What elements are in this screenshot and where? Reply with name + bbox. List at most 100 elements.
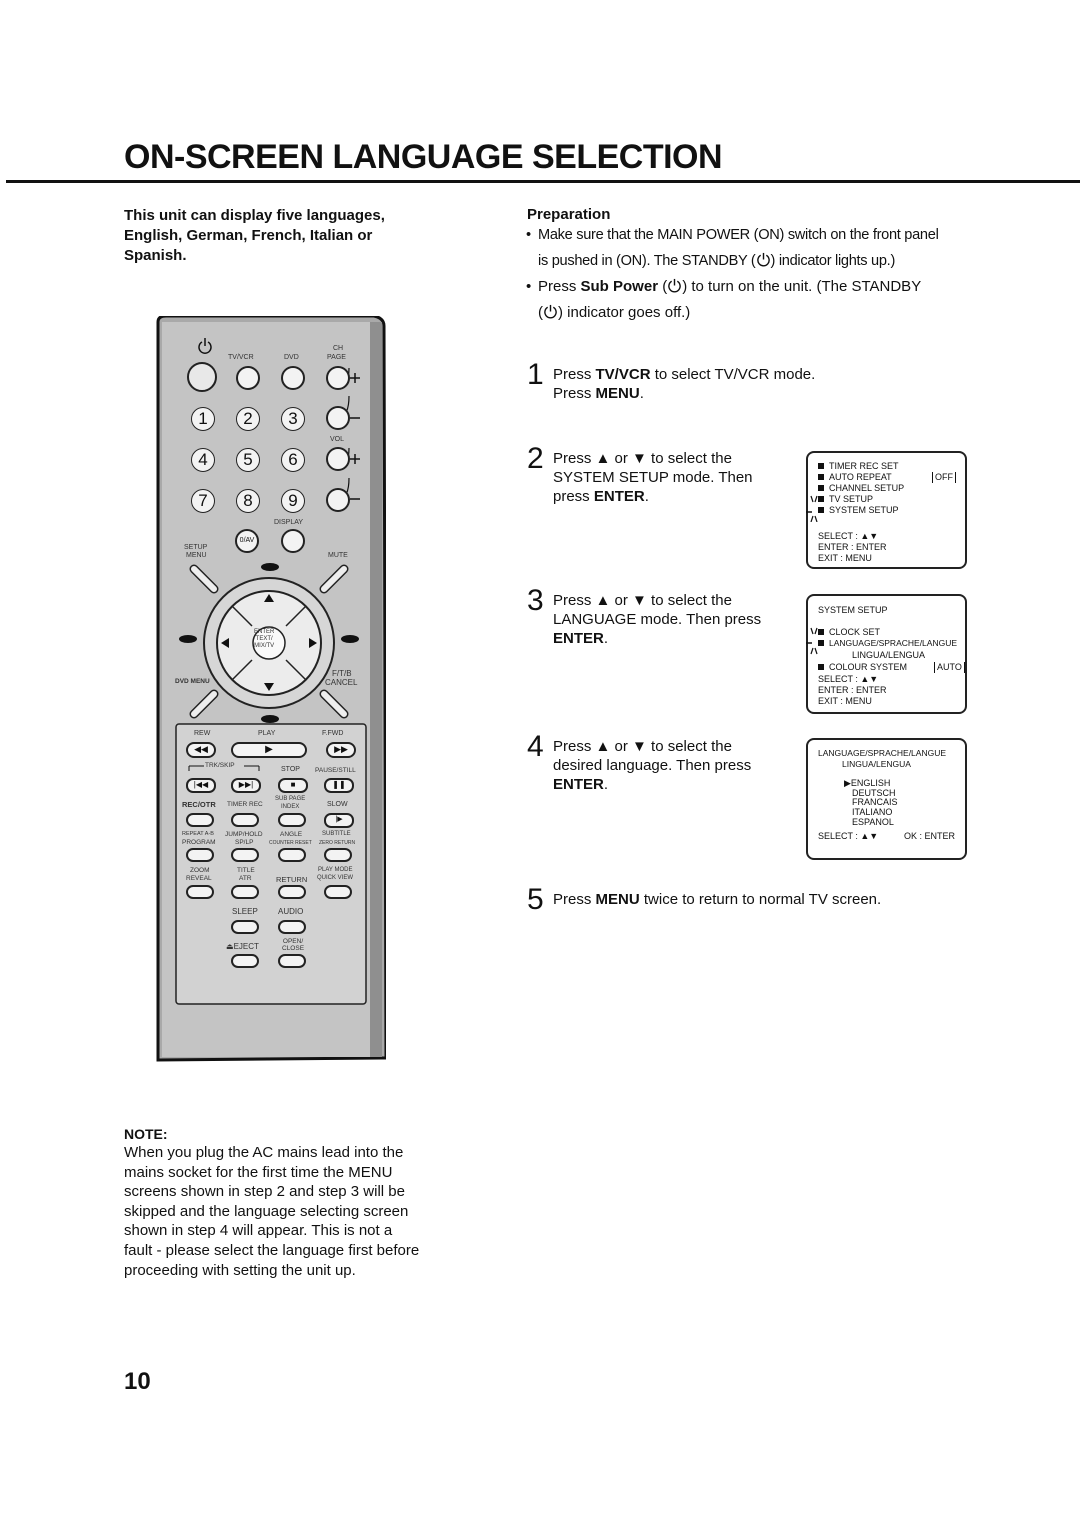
display-button[interactable] — [281, 529, 305, 553]
play-button[interactable]: ▶ — [231, 742, 307, 758]
osd-item: TV SETUP — [818, 494, 873, 505]
stop-label: STOP — [281, 766, 300, 773]
standby-power-icon — [756, 252, 770, 267]
osd-help-exit: EXIT : MENU — [818, 696, 872, 706]
zoom-button[interactable] — [186, 885, 214, 899]
osd-help-ok: OK : ENTER — [904, 831, 956, 841]
title-button[interactable] — [231, 885, 259, 899]
remote-body — [156, 316, 386, 1062]
osd-item-cont: LINGUA/LENGUA — [852, 650, 926, 660]
power-button[interactable] — [187, 362, 217, 392]
eject-button[interactable] — [231, 954, 259, 968]
rew-button[interactable]: ◀◀ — [186, 742, 216, 758]
key-8[interactable]: 8 — [236, 489, 260, 513]
trk-skip-label: TRK/SKIP — [205, 762, 235, 769]
osd-menu-language: SYSTEM SETUP CLOCK SET LANGUAGE/SPRACHE/… — [806, 594, 967, 714]
skip-back-button[interactable]: |◀◀ — [186, 778, 216, 793]
ch-up-button[interactable] — [326, 366, 350, 390]
key-3[interactable]: 3 — [281, 407, 305, 431]
timer-rec-button[interactable] — [231, 813, 259, 827]
cancel-label: CANCEL — [325, 678, 358, 687]
osd-value: OFF — [932, 472, 956, 483]
osd-language-list: LANGUAGE/SPRACHE/LANGUE LINGUA/LENGUA ▶E… — [806, 738, 967, 860]
quick-view-button[interactable] — [324, 885, 352, 899]
page-number: 10 — [124, 1368, 151, 1395]
tv-vcr-button[interactable] — [236, 366, 260, 390]
ftb-label: F/T/B — [332, 669, 352, 678]
sleep-button[interactable] — [231, 920, 259, 934]
jump-hold-label: JUMP/HOLD — [225, 831, 263, 838]
title-label: TITLE — [237, 867, 255, 874]
page-label: PAGE — [327, 354, 346, 361]
key-4[interactable]: 4 — [191, 448, 215, 472]
zero-return-label: ZERO RETURN — [319, 840, 356, 846]
osd-item: TIMER REC SET — [818, 461, 899, 472]
audio-button[interactable] — [278, 920, 306, 934]
power-icon — [668, 278, 682, 293]
preparation-bullet-2: •Press Sub Power () to turn on the unit.… — [526, 278, 922, 321]
return-label: RETURN — [276, 875, 308, 884]
osd-menu-system-setup: TIMER REC SET AUTO REPEAT OFF CHANNEL SE… — [806, 451, 967, 569]
mute-label: MUTE — [328, 552, 348, 559]
intro-text: This unit can display five languages, En… — [124, 207, 385, 264]
osd-header: SYSTEM SETUP — [818, 605, 888, 615]
rec-otr-button[interactable] — [186, 813, 214, 827]
slow-button[interactable]: |▶ — [324, 813, 354, 828]
vol-up-button[interactable] — [326, 447, 350, 471]
osd-item: CHANNEL SETUP — [818, 483, 904, 494]
osd-item: AUTO REPEAT — [818, 472, 892, 483]
ffwd-button[interactable]: ▶▶ — [326, 742, 356, 758]
display-label: DISPLAY — [274, 519, 304, 526]
key-9[interactable]: 9 — [281, 489, 305, 513]
repeat-ab-label: REPEAT A-B — [182, 831, 214, 837]
tv-vcr-label: TV/VCR — [228, 354, 254, 361]
counter-reset-label: COUNTER RESET — [269, 840, 312, 846]
osd-item-selected: SYSTEM SETUP — [818, 505, 899, 516]
vol-down-button[interactable] — [326, 488, 350, 512]
key-5[interactable]: 5 — [236, 448, 260, 472]
cursor-hand-icon — [806, 495, 818, 522]
play-mode-label: PLAY MODE — [318, 867, 353, 873]
slow-label: SLOW — [327, 801, 348, 808]
sp-lp-button[interactable] — [231, 848, 259, 862]
dvd-button[interactable] — [281, 366, 305, 390]
return-button[interactable] — [278, 885, 306, 899]
osd-value: AUTO — [934, 662, 965, 673]
counter-reset-button[interactable] — [278, 848, 306, 862]
osd-help-enter: ENTER : ENTER — [818, 542, 887, 552]
audio-label: AUDIO — [278, 907, 304, 916]
pause-button[interactable]: ❚❚ — [324, 778, 354, 793]
step-number: 3 — [527, 584, 544, 617]
atr-label: ATR — [239, 875, 252, 882]
standby-power-icon — [544, 304, 557, 319]
step-number: 2 — [527, 442, 544, 475]
subtitle-label: SUBTITLE — [322, 831, 351, 837]
stop-button[interactable]: ■ — [278, 778, 308, 793]
angle-label: ANGLE — [280, 831, 303, 838]
step-number: 1 — [527, 358, 544, 391]
key-6[interactable]: 6 — [281, 448, 305, 472]
osd-header: LANGUAGE/SPRACHE/LANGUE — [818, 748, 947, 758]
zero-av-button[interactable]: 0/AV — [235, 529, 259, 553]
osd-help-enter: ENTER : ENTER — [818, 685, 887, 695]
program-button[interactable] — [186, 848, 214, 862]
osd-item: CLOCK SET — [818, 627, 880, 638]
osd-help-select: SELECT : ▲▼ — [818, 531, 879, 541]
title-rule — [6, 180, 1080, 183]
pause-label: PAUSE/STILL — [315, 767, 356, 774]
zero-return-button[interactable] — [324, 848, 352, 862]
osd-help-select: SELECT : ▲▼ — [818, 831, 879, 841]
skip-forward-button[interactable]: ▶▶| — [231, 778, 261, 793]
rec-otr-label: REC/OTR — [182, 800, 216, 809]
key-7[interactable]: 7 — [191, 489, 215, 513]
key-1[interactable]: 1 — [191, 407, 215, 431]
index-label: INDEX — [281, 804, 300, 810]
osd-help-select: SELECT : ▲▼ — [818, 674, 879, 684]
ch-down-button[interactable] — [326, 406, 350, 430]
key-2[interactable]: 2 — [236, 407, 260, 431]
sub-page-button[interactable] — [278, 813, 306, 827]
open-close-label: OPEN/CLOSE — [282, 938, 305, 952]
osd-item-selected: LANGUAGE/SPRACHE/LANGUE — [818, 638, 957, 649]
open-close-button[interactable] — [278, 954, 306, 968]
